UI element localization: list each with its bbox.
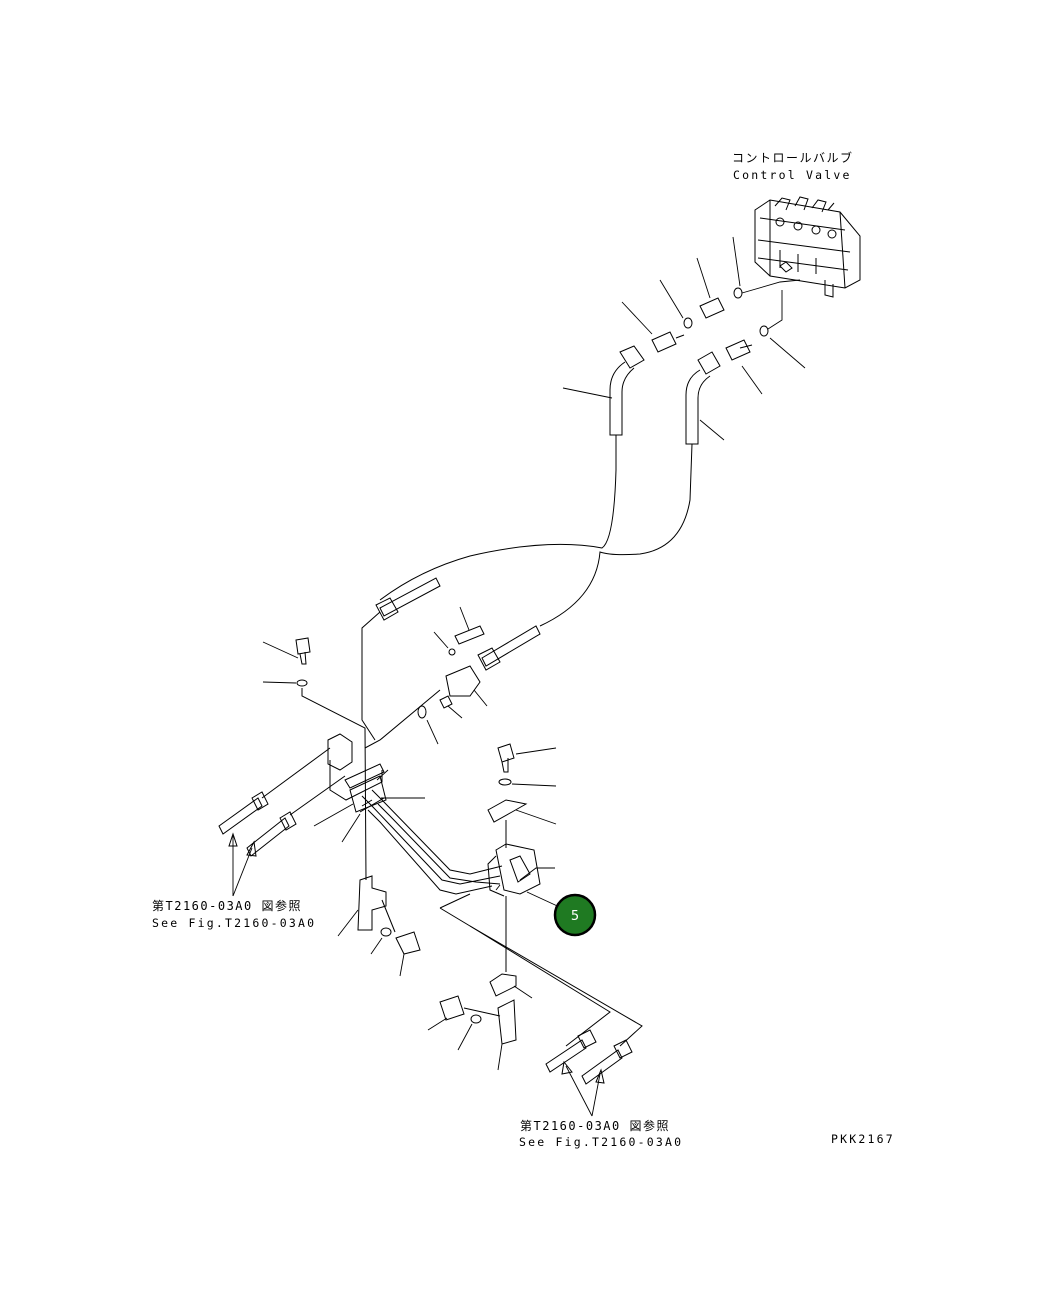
lower-right-fittings [545,1029,633,1117]
control-valve-label-en: Control Valve [733,168,852,182]
ref-bottom-label-en: See Fig.T2160-03A0 [519,1135,683,1149]
ref-bottom-label-jp: 第T2160-03A0 図参照 [520,1118,670,1133]
left-bracket-assembly [313,733,425,843]
callout-badge[interactable]: 5 [553,893,597,937]
lower-clamp [427,973,533,1071]
right-clamp-assembly [487,743,567,972]
drawing-code: PKK2167 [831,1132,895,1146]
lower-center-bracket [337,875,421,977]
hose-right [539,351,721,627]
ref-left-label-en: See Fig.T2160-03A0 [152,916,316,930]
left-fittings [218,747,346,897]
mid-block [364,606,488,749]
bent-pipes [361,789,503,895]
ref-left-label-jp: 第T2160-03A0 図参照 [152,898,302,913]
long-lower-pipes [439,893,643,1047]
callout-badge-number: 5 [571,909,579,924]
control-valve-label-jp: コントロールバルブ [732,150,854,165]
hose-ends-mid [361,577,541,741]
callout-badge-circle[interactable] [553,893,597,937]
control-valve [754,196,861,298]
hose-left [379,345,645,601]
upper-fittings [651,279,801,361]
